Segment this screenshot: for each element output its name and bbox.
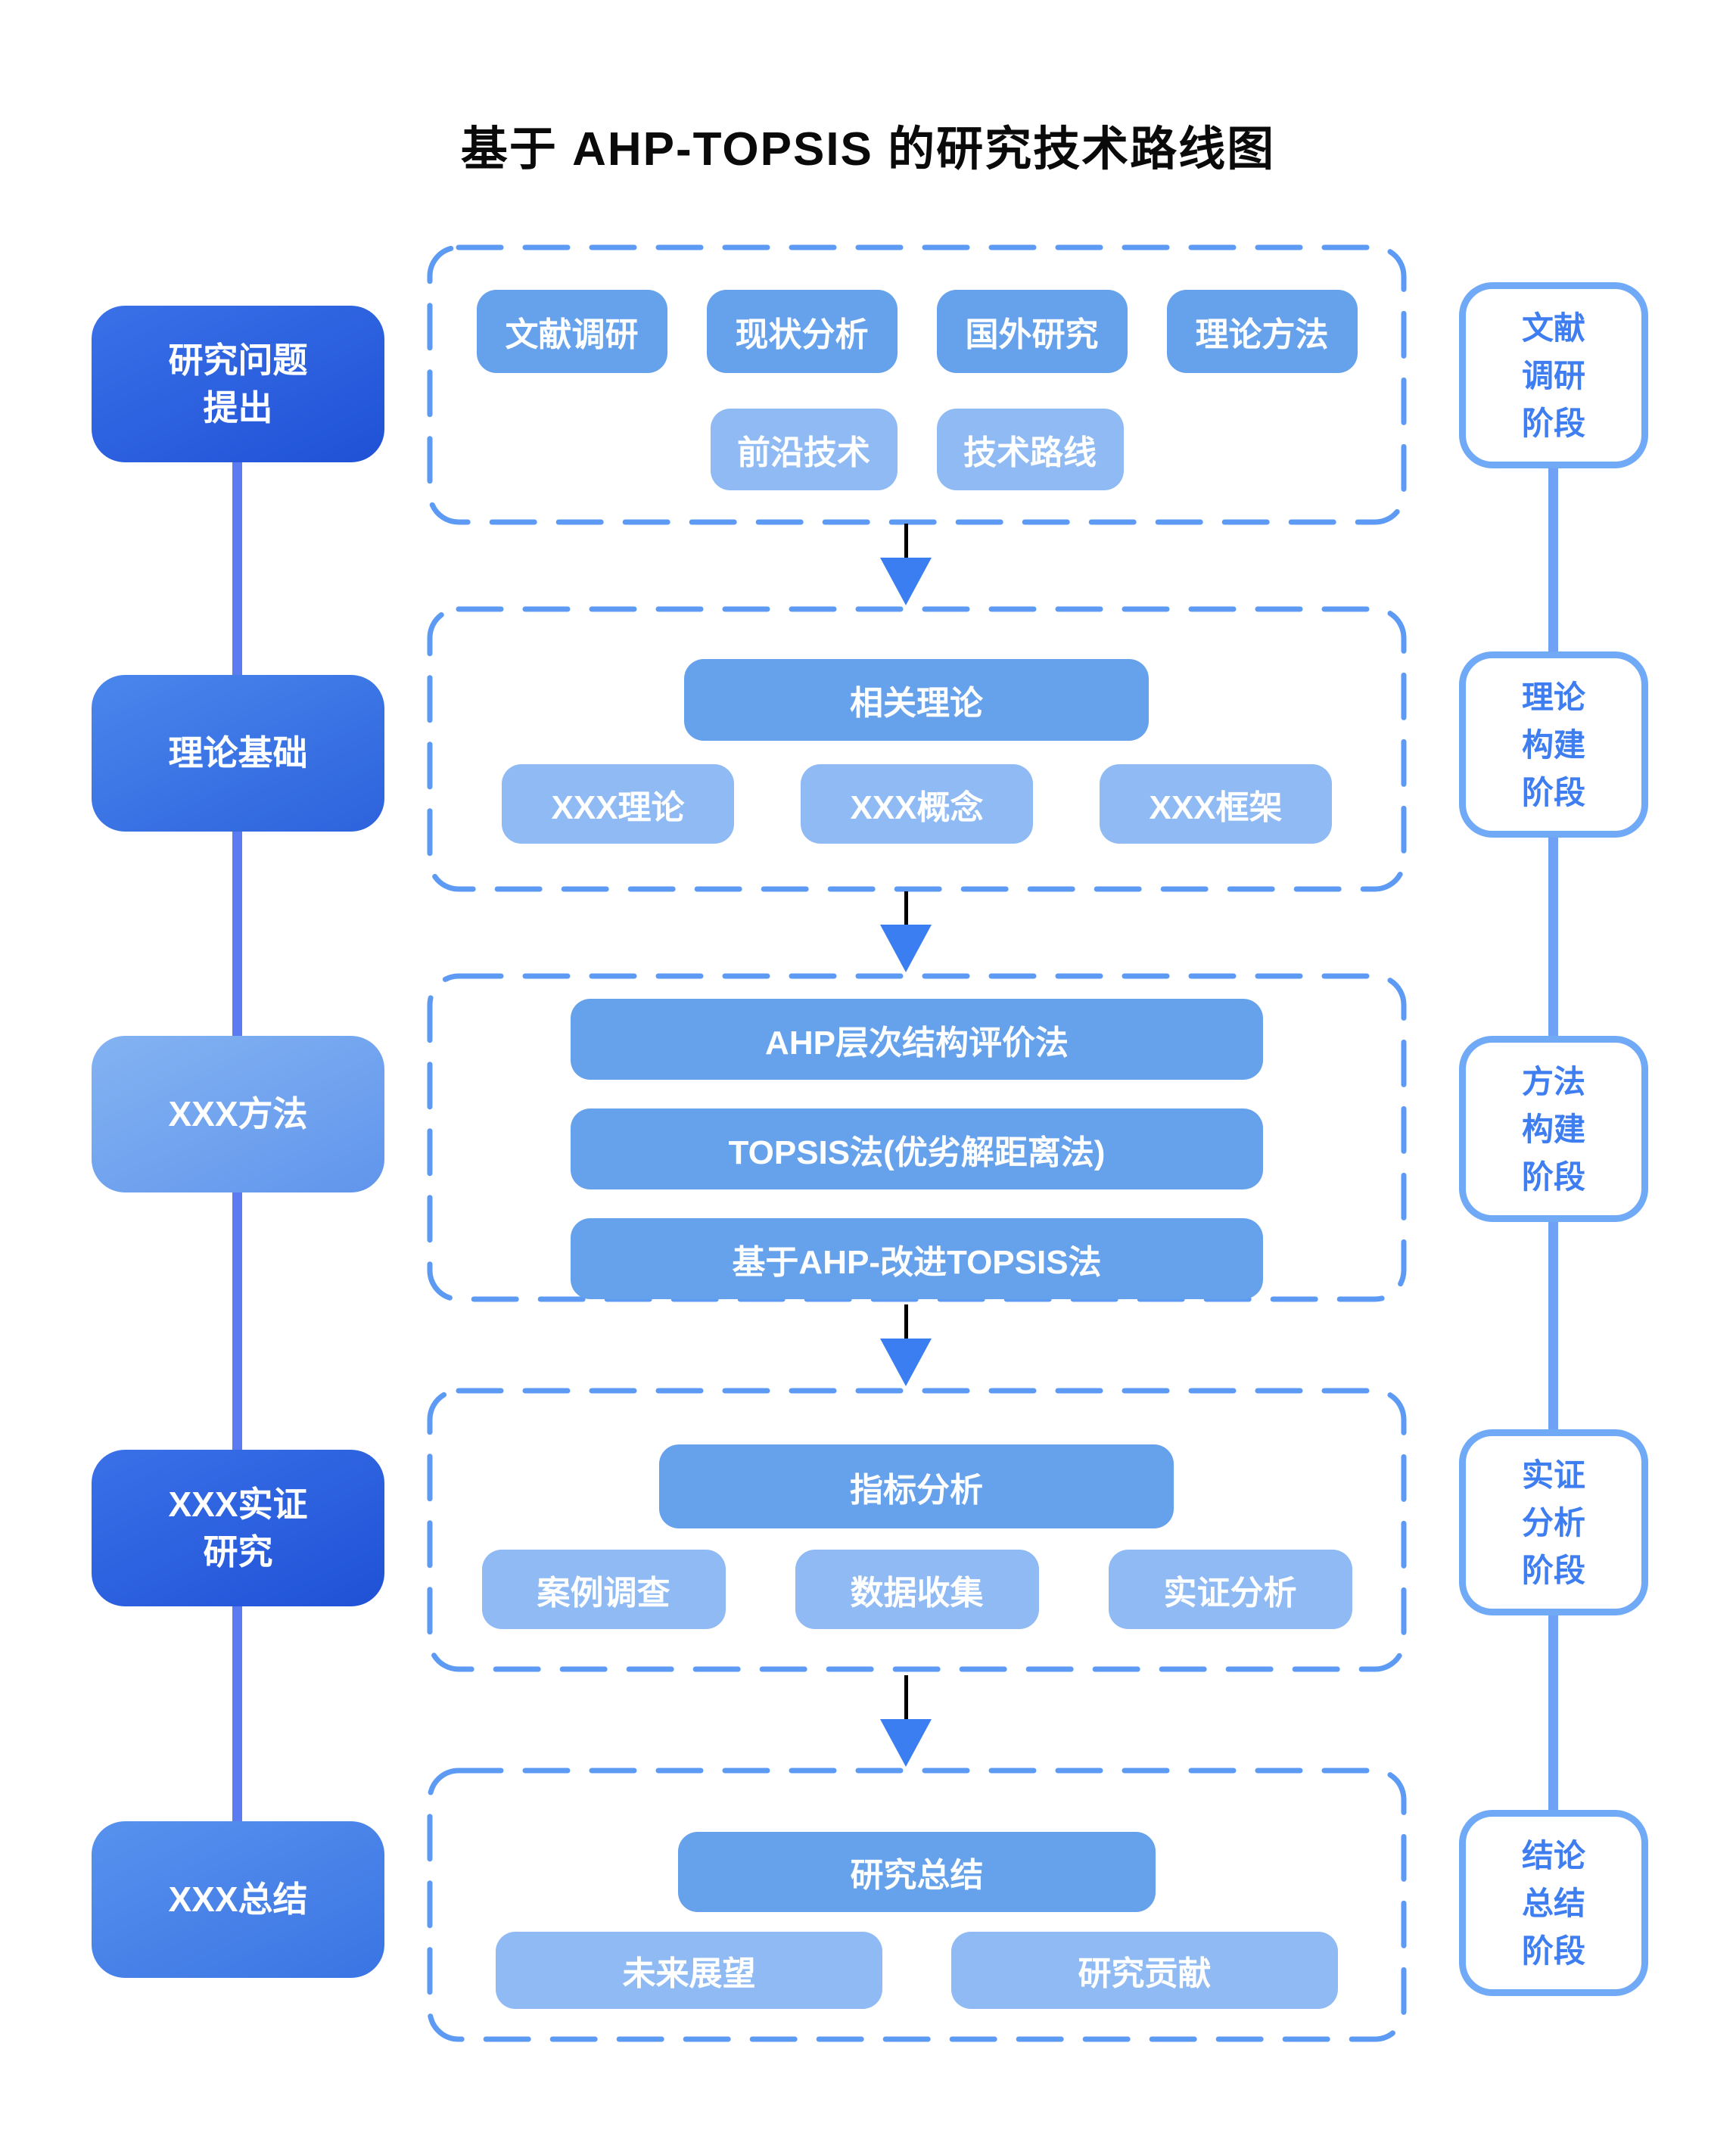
item-research-contribution: 研究贡献 — [951, 1932, 1338, 2009]
phase-method-construction: 方法 构建 阶段 — [1459, 1036, 1648, 1222]
arrow-shaft — [904, 1304, 908, 1339]
item-future-outlook: 未来展望 — [496, 1932, 882, 2009]
dashed-border — [427, 973, 1407, 1302]
item-theory-method: 理论方法 — [1166, 290, 1358, 373]
stage-research-question: 研究问题 提出 — [92, 306, 384, 462]
flow-arrow-3 — [879, 1304, 932, 1386]
item-literature-survey: 文献调研 — [476, 290, 667, 373]
stage-summary: XXX总结 — [92, 1821, 384, 1978]
phase-theory-construction: 理论 构建 阶段 — [1459, 651, 1648, 838]
flow-arrow-4 — [879, 1675, 932, 1767]
item-foreign-research: 国外研究 — [936, 290, 1128, 373]
item-case-survey: 案例调查 — [481, 1550, 726, 1629]
item-empirical-analysis: 实证分析 — [1108, 1550, 1352, 1629]
phase-label: 实证 分析 阶段 — [1521, 1457, 1585, 1588]
phase-label: 结论 总结 阶段 — [1521, 1837, 1585, 1969]
phase-label: 方法 构建 阶段 — [1521, 1063, 1585, 1195]
group1-row1: 文献调研 现状分析 国外研究 理论方法 — [426, 290, 1408, 373]
group-empirical-analysis: 指标分析 案例调查 数据收集 实证分析 — [426, 1387, 1408, 1673]
group-theory-construction: 相关理论 XXX理论 XXX概念 XXX框架 — [426, 605, 1408, 893]
down-arrow-icon — [880, 925, 932, 972]
page-title: 基于 AHP-TOPSIS 的研究技术路线图 — [460, 123, 1276, 176]
dashed-border — [427, 606, 1407, 892]
down-arrow-icon — [880, 1719, 932, 1767]
item-xxx-framework: XXX框架 — [1100, 764, 1332, 844]
stage-empirical-research: XXX实证 研究 — [92, 1450, 384, 1606]
item-data-collection: 数据收集 — [795, 1550, 1039, 1629]
arrow-shaft — [904, 524, 908, 558]
item-status-analysis: 现状分析 — [706, 290, 898, 373]
stage-label: 理论基础 — [168, 733, 308, 773]
item-technology-route: 技术路线 — [936, 409, 1124, 490]
group5-row: 未来展望 研究贡献 — [426, 1932, 1408, 2009]
phase-literature-survey: 文献 调研 阶段 — [1459, 282, 1648, 468]
item-ahp-method: AHP层次结构评价法 — [571, 999, 1263, 1080]
down-arrow-icon — [880, 1339, 932, 1386]
stage-theory-basis: 理论基础 — [92, 675, 384, 832]
stage-label: XXX实证 研究 — [168, 1485, 308, 1572]
dashed-border — [427, 1388, 1407, 1672]
stage-method: XXX方法 — [92, 1036, 384, 1192]
item-xxx-concept: XXX概念 — [801, 764, 1033, 844]
stage-label: 研究问题 提出 — [168, 340, 308, 428]
item-related-theory: 相关理论 — [684, 659, 1149, 741]
group-method-construction: AHP层次结构评价法 TOPSIS法(优劣解距离法) 基于AHP-改进TOPSI… — [426, 972, 1408, 1303]
stage-label: XXX总结 — [168, 1880, 308, 1920]
group1-row2: 前沿技术 技术路线 — [426, 409, 1408, 490]
group-literature-research: 文献调研 现状分析 国外研究 理论方法 前沿技术 技术路线 — [426, 244, 1408, 526]
group4-row: 案例调查 数据收集 实证分析 — [426, 1550, 1408, 1629]
item-frontier-technology: 前沿技术 — [710, 409, 898, 490]
item-research-summary: 研究总结 — [678, 1832, 1156, 1912]
item-xxx-theory: XXX理论 — [502, 764, 734, 844]
arrow-shaft — [904, 1675, 908, 1719]
phase-empirical-analysis: 实证 分析 阶段 — [1459, 1429, 1648, 1615]
dashed-border — [427, 244, 1407, 525]
item-ahp-improved-topsis: 基于AHP-改进TOPSIS法 — [571, 1218, 1263, 1299]
flow-arrow-2 — [879, 891, 932, 972]
down-arrow-icon — [880, 558, 932, 605]
arrow-shaft — [904, 891, 908, 925]
group2-row: XXX理论 XXX概念 XXX框架 — [426, 764, 1408, 844]
phase-label: 理论 构建 阶段 — [1521, 679, 1585, 810]
phase-conclusion-summary: 结论 总结 阶段 — [1459, 1810, 1648, 1996]
dashed-border — [427, 1768, 1407, 2042]
item-indicator-analysis: 指标分析 — [659, 1444, 1174, 1528]
phase-label: 文献 调研 阶段 — [1521, 309, 1585, 441]
flow-arrow-1 — [879, 524, 932, 605]
stage-label: XXX方法 — [168, 1094, 308, 1134]
item-topsis-method: TOPSIS法(优劣解距离法) — [571, 1108, 1263, 1189]
group-conclusion: 研究总结 未来展望 研究贡献 — [426, 1767, 1408, 2043]
